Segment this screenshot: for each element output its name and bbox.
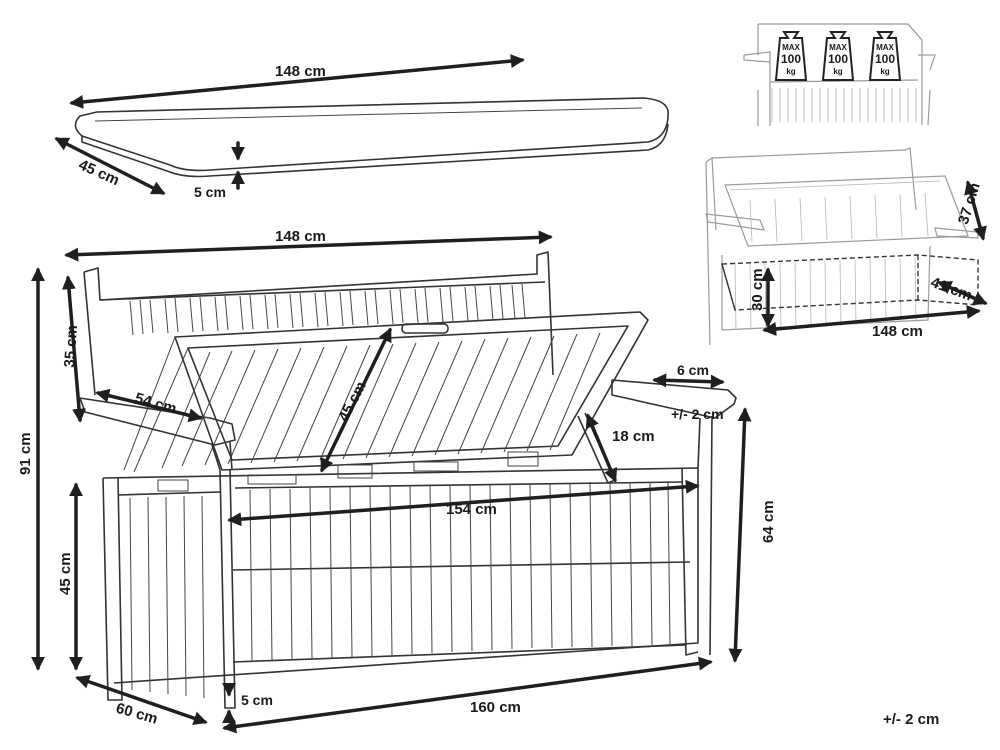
bench-top-width-label: 148 cm [275, 228, 326, 245]
storage-height-label: 30 cm [749, 268, 766, 311]
lid-diagonal-label: 45 cm [335, 379, 370, 425]
total-height-label: 91 cm [17, 432, 34, 475]
weight-badge-1-unit: kg [786, 67, 795, 76]
weight-badge-2-label: MAX [829, 43, 847, 52]
cushion-dimensions: 148 cm 45 cm 5 cm [54, 54, 525, 200]
armrest-width-label: 6 cm [677, 362, 709, 378]
weight-badge-3-label: MAX [876, 43, 894, 52]
weight-badge-3-value: 100 [875, 52, 895, 66]
leg-clearance-label: 5 cm [241, 692, 273, 708]
bench-top-width-arrow [64, 230, 553, 262]
armrest-tolerance-label: +/- 2 cm [671, 406, 724, 422]
storage-width-label: 148 cm [872, 323, 923, 340]
cushion-width-label: 148 cm [275, 63, 326, 80]
weight-badge-3: MAX 100 kg [868, 31, 902, 81]
inner-width-label: 154 cm [446, 501, 497, 518]
backrest-slats [129, 283, 526, 336]
arm-height-label: 64 cm [760, 500, 777, 543]
weight-badge-1-label: MAX [782, 43, 800, 52]
inner-width-arrow [227, 479, 700, 527]
storage-box [102, 467, 699, 709]
storage-thumbnail: 37 cm 30 cm 41 cm 148 cm [705, 147, 988, 346]
gas-strut-label: 18 cm [612, 428, 655, 445]
storage-depth-arrow [937, 281, 988, 305]
tolerance-label: +/- 2 cm [883, 711, 939, 728]
cushion-width-arrow [69, 54, 525, 109]
depth-arrow [75, 675, 208, 725]
seat-height-label: 45 cm [57, 552, 74, 595]
weight-badge-3-unit: kg [880, 67, 889, 76]
backrest-height-label: 35 cm [61, 325, 81, 369]
weight-badge-1: MAX 100 kg [774, 31, 808, 81]
storage-width-arrow [762, 305, 981, 336]
gas-strut-arrow [585, 413, 618, 483]
weight-badge-2-unit: kg [833, 67, 842, 76]
load-capacity-thumbnail: MAX 100 kg MAX 100 kg MAX 100 kg [743, 23, 936, 126]
armrest-width-arrow [652, 373, 725, 389]
lid-depth-label: 54 cm [133, 390, 179, 418]
lid-depth-arrow [95, 388, 203, 423]
bench-drawing [79, 251, 737, 709]
backrest-height-arrow [61, 275, 87, 423]
arm-height-arrow [728, 407, 752, 663]
total-width-label: 160 cm [470, 699, 521, 716]
storage-lid-arrow [964, 180, 987, 241]
cushion-thickness-label: 5 cm [194, 184, 226, 200]
lid-diagonal-arrow [320, 327, 392, 473]
weight-badge-2-value: 100 [828, 52, 848, 66]
total-width-arrow [222, 656, 713, 734]
cushion-depth-arrow [54, 137, 166, 195]
weight-badge-1-value: 100 [781, 52, 801, 66]
storage-depth-label: 41 cm [928, 274, 974, 305]
seat-cushion [74, 97, 669, 178]
weight-badge-2: MAX 100 kg [821, 31, 855, 81]
